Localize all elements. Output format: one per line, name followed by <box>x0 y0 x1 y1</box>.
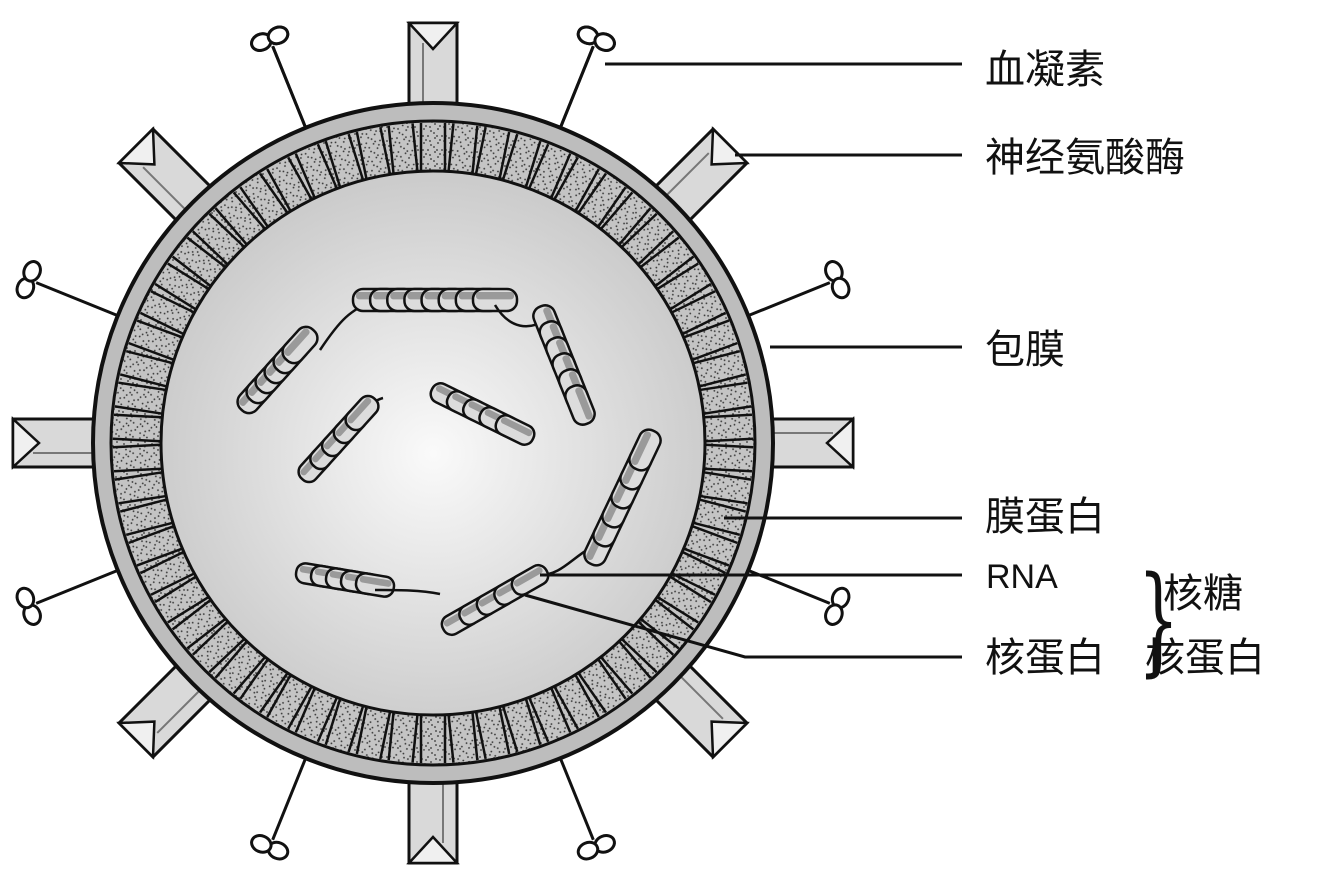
rnp-coil <box>440 563 550 637</box>
rna-strand <box>374 588 441 596</box>
label-neuraminidase: 神经氨酸酶 <box>985 135 1185 181</box>
lollipop-spike-icon <box>15 260 123 319</box>
surface-spikes <box>11 21 855 865</box>
ribonucleoprotein-segments <box>236 287 662 637</box>
leader-nucleoprotein <box>524 593 962 659</box>
label-membrane-protein: 膜蛋白 <box>985 494 1105 540</box>
square-rod-spike-icon <box>116 660 216 760</box>
square-rod-spike-icon <box>406 775 460 865</box>
label-ribonucleoprotein-bottom: 核蛋白 <box>1145 635 1265 681</box>
leader-lines <box>524 62 962 659</box>
square-rod-spike-icon <box>765 416 855 470</box>
lollipop-spike-icon <box>250 753 309 861</box>
rnp-coil <box>351 287 519 313</box>
lollipop-spike-icon <box>743 567 851 626</box>
label-rna: RNA <box>986 558 1058 596</box>
label-envelope: 包膜 <box>985 327 1065 373</box>
lollipop-spike-icon <box>557 25 616 133</box>
rnp-coil <box>236 325 319 415</box>
rnp-coil <box>429 382 536 446</box>
lollipop-spike-icon <box>743 260 851 319</box>
grouping-brace: } <box>1137 550 1180 688</box>
lollipop-spike-icon <box>15 567 123 626</box>
lollipop-spike-icon <box>557 753 616 861</box>
square-rod-spike-icon <box>406 21 460 111</box>
label-hemagglutinin: 血凝素 <box>985 47 1105 93</box>
virus-core <box>159 169 707 717</box>
lollipop-spike-icon <box>250 25 309 133</box>
square-rod-spike-icon <box>650 126 750 226</box>
rnp-coil <box>297 394 380 484</box>
square-rod-spike-icon <box>11 416 101 470</box>
square-rod-spike-icon <box>650 660 750 760</box>
label-ribonucleoprotein-top: 核糖 <box>1163 571 1243 617</box>
rnp-coil <box>532 304 596 426</box>
rnp-coil <box>583 428 662 567</box>
label-nucleoprotein: 核蛋白 <box>985 635 1105 681</box>
rnp-coil <box>294 562 396 598</box>
